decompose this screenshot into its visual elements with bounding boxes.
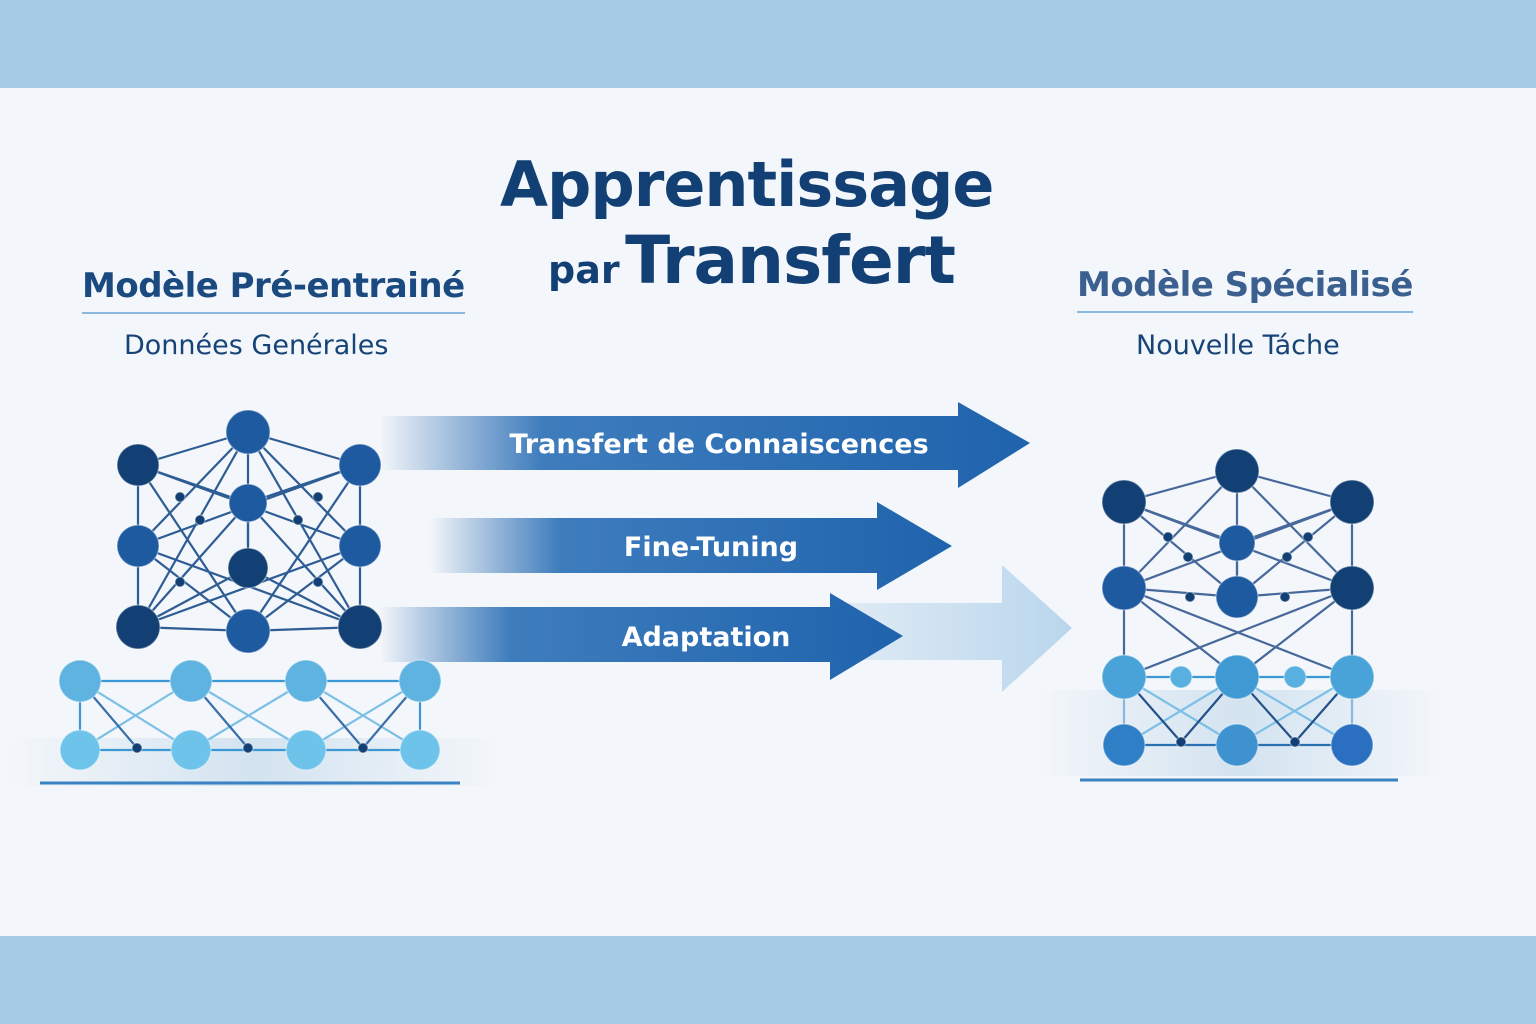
network-node [1215,575,1259,619]
network-edge [247,502,361,628]
network-node [398,659,442,703]
network-node [1283,665,1307,689]
arrow-label-fine-tuning: Fine-Tuning [624,532,798,563]
network-node [174,491,186,503]
network-node [1329,654,1375,700]
network-node [1218,524,1256,562]
network-node [338,443,382,487]
network-node [357,742,369,754]
network-node [1184,591,1196,603]
network-node [285,729,327,771]
network-node [1215,723,1259,767]
network-node [225,608,271,654]
network-node [1279,591,1291,603]
network-node [1289,736,1301,748]
network-edge [1236,501,1353,598]
network-node [292,514,304,526]
network-node [169,659,213,703]
network-node [116,443,160,487]
network-node [312,576,324,588]
network-node [227,547,269,589]
network-node [338,524,382,568]
network-node [1169,665,1193,689]
network-edge [247,431,361,628]
network-node [1175,736,1187,748]
title-line2: par Transfert [548,222,956,299]
left-heading: Modèle Pré-entrainé [82,266,465,314]
network-node [59,729,101,771]
network-edge [247,464,361,632]
network-edge [1123,587,1238,678]
arrow-label-transfert: Transfert de Connaiscences [509,429,928,460]
network-node [1214,654,1260,700]
title-line1: Apprentissage [500,148,994,221]
title-par: par [548,248,620,292]
right-subtitle: Nouvelle Táche [1136,330,1340,361]
network-node [1329,479,1375,525]
network-edge [1236,676,1353,746]
specialized-network [1101,448,1375,767]
network-node [1330,723,1374,767]
right-heading: Modèle Spécialisé [1077,265,1413,313]
title-transfert: Transfert [625,222,956,299]
network-edge [1236,587,1353,678]
network-node [1101,479,1147,525]
network-node [131,742,143,754]
bottom-banner [0,936,1536,1024]
network-edge [1123,501,1238,598]
network-node [1329,565,1375,611]
arrow-transfert [380,402,1030,488]
network-edge [247,431,361,547]
network-node [1162,531,1174,543]
faint-arrow [830,565,1072,692]
network-node [170,729,212,771]
network-node [284,659,328,703]
network-edge [79,680,192,751]
network-node [58,659,102,703]
top-banner [0,0,1536,88]
arrow-adaptation [380,593,903,680]
network-edge [305,680,421,751]
network-node [337,604,383,650]
network-node [228,483,268,523]
network-node [242,742,254,754]
network-edge [137,502,249,628]
network-node [1101,565,1147,611]
pretrained-network [58,409,442,771]
network-node [225,409,271,455]
network-node [116,524,160,568]
network-node [399,729,441,771]
network-edge [190,680,307,751]
network-edge [137,431,249,628]
network-node [115,604,161,650]
network-node [1302,531,1314,543]
network-node [312,491,324,503]
network-edge [137,545,249,632]
network-edge [1123,470,1238,589]
network-node [1102,723,1146,767]
network-node [1101,654,1147,700]
network-node [194,514,206,526]
network-edge [247,545,361,632]
network-edge [137,431,249,547]
left-subtitle: Données Genérales [124,330,389,361]
arrow-fine-tuning [430,502,952,590]
network-edge [1236,470,1353,589]
network-node [174,576,186,588]
arrow-label-adaptation: Adaptation [622,622,791,653]
network-node [1182,551,1194,563]
network-node [1281,551,1293,563]
network-edge [137,464,249,632]
network-node [1214,448,1260,494]
network-edge [1123,586,1353,679]
